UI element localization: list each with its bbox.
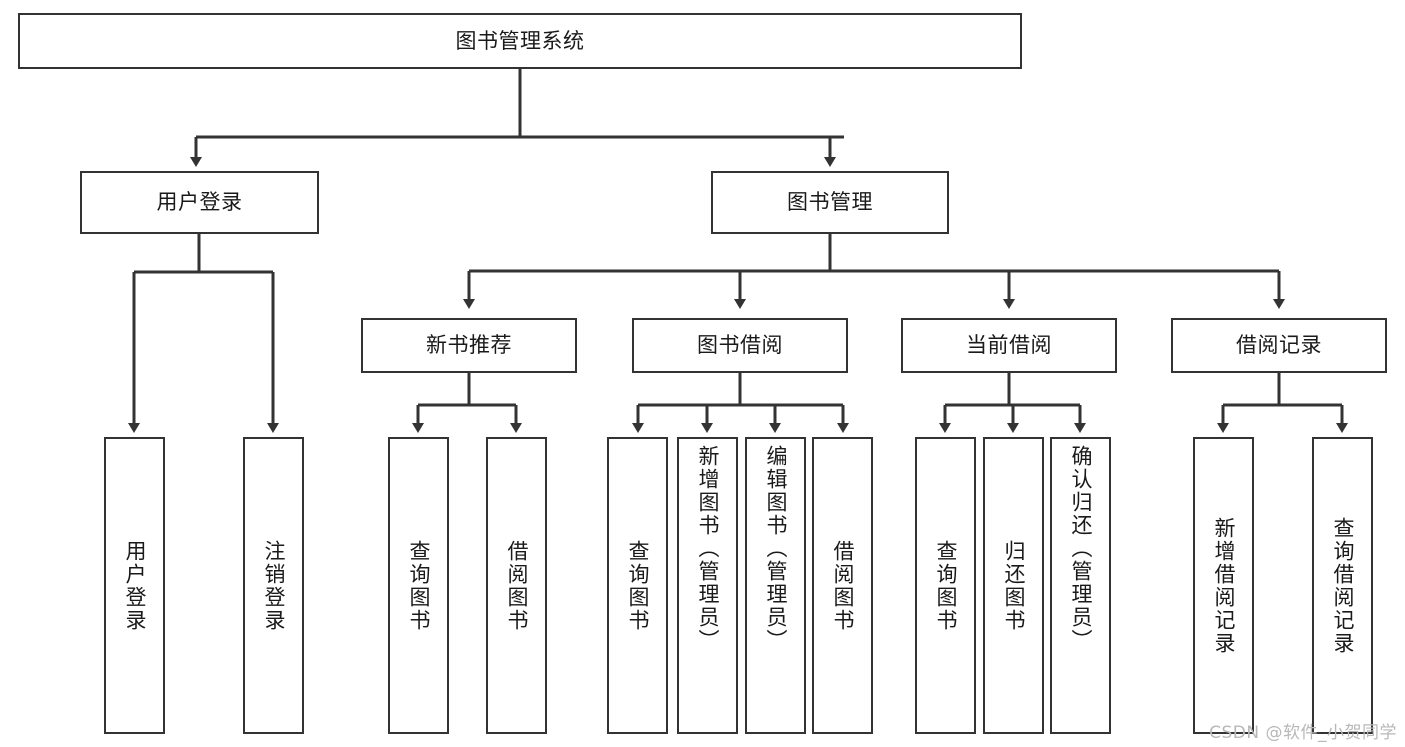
node-leaf-query-book-2[interactable]: 查询图书 bbox=[607, 437, 668, 734]
node-leaf-query-book-1[interactable]: 查询图书 bbox=[388, 437, 449, 734]
node-leaf-query-book-2-label: 查询图书 bbox=[626, 539, 650, 632]
node-leaf-borrow-book-1[interactable]: 借阅图书 bbox=[486, 437, 547, 734]
node-leaf-query-record[interactable]: 查询借阅记录 bbox=[1312, 437, 1373, 734]
node-leaf-edit-book-label: 编辑图书（管理员） bbox=[764, 445, 788, 652]
node-new-book-recommend-label: 新书推荐 bbox=[426, 333, 512, 358]
node-leaf-return-book[interactable]: 归还图书 bbox=[983, 437, 1044, 734]
node-root[interactable]: 图书管理系统 bbox=[18, 13, 1022, 69]
node-book-borrow-label: 图书借阅 bbox=[697, 333, 783, 358]
node-root-label: 图书管理系统 bbox=[455, 28, 585, 53]
node-leaf-add-record-label: 新增借阅记录 bbox=[1212, 516, 1236, 655]
node-leaf-query-record-label: 查询借阅记录 bbox=[1331, 516, 1355, 655]
node-leaf-borrow-book-1-label: 借阅图书 bbox=[505, 539, 529, 632]
node-leaf-confirm-return-label: 确认归还（管理员） bbox=[1069, 445, 1093, 652]
node-book-manage[interactable]: 图书管理 bbox=[711, 171, 949, 234]
node-leaf-confirm-return[interactable]: 确认归还（管理员） bbox=[1050, 437, 1111, 734]
node-leaf-borrow-book-2-label: 借阅图书 bbox=[831, 539, 855, 632]
node-leaf-borrow-book-2[interactable]: 借阅图书 bbox=[812, 437, 873, 734]
node-user-login[interactable]: 用户登录 bbox=[80, 171, 319, 234]
node-leaf-add-book[interactable]: 新增图书（管理员） bbox=[677, 437, 738, 734]
node-current-borrow-label: 当前借阅 bbox=[966, 333, 1052, 358]
csdn-watermark: CSDN @软件_小贺同学 bbox=[1209, 723, 1397, 743]
node-leaf-user-logout[interactable]: 注销登录 bbox=[243, 437, 304, 734]
node-leaf-return-book-label: 归还图书 bbox=[1002, 539, 1026, 632]
node-user-login-label: 用户登录 bbox=[156, 190, 243, 215]
node-borrow-record[interactable]: 借阅记录 bbox=[1171, 318, 1387, 373]
node-borrow-record-label: 借阅记录 bbox=[1236, 333, 1322, 358]
node-leaf-query-book-3[interactable]: 查询图书 bbox=[915, 437, 976, 734]
node-leaf-user-login-label: 用户登录 bbox=[123, 539, 147, 632]
node-leaf-add-record[interactable]: 新增借阅记录 bbox=[1193, 437, 1254, 734]
node-leaf-query-book-1-label: 查询图书 bbox=[407, 539, 431, 632]
node-book-manage-label: 图书管理 bbox=[787, 190, 873, 215]
node-current-borrow[interactable]: 当前借阅 bbox=[901, 318, 1117, 373]
node-book-borrow[interactable]: 图书借阅 bbox=[632, 318, 848, 373]
node-leaf-add-book-label: 新增图书（管理员） bbox=[696, 445, 720, 652]
node-leaf-edit-book[interactable]: 编辑图书（管理员） bbox=[745, 437, 806, 734]
node-leaf-query-book-3-label: 查询图书 bbox=[934, 539, 958, 632]
node-leaf-user-logout-label: 注销登录 bbox=[262, 539, 286, 632]
node-new-book-recommend[interactable]: 新书推荐 bbox=[361, 318, 577, 373]
node-leaf-user-login[interactable]: 用户登录 bbox=[104, 437, 165, 734]
